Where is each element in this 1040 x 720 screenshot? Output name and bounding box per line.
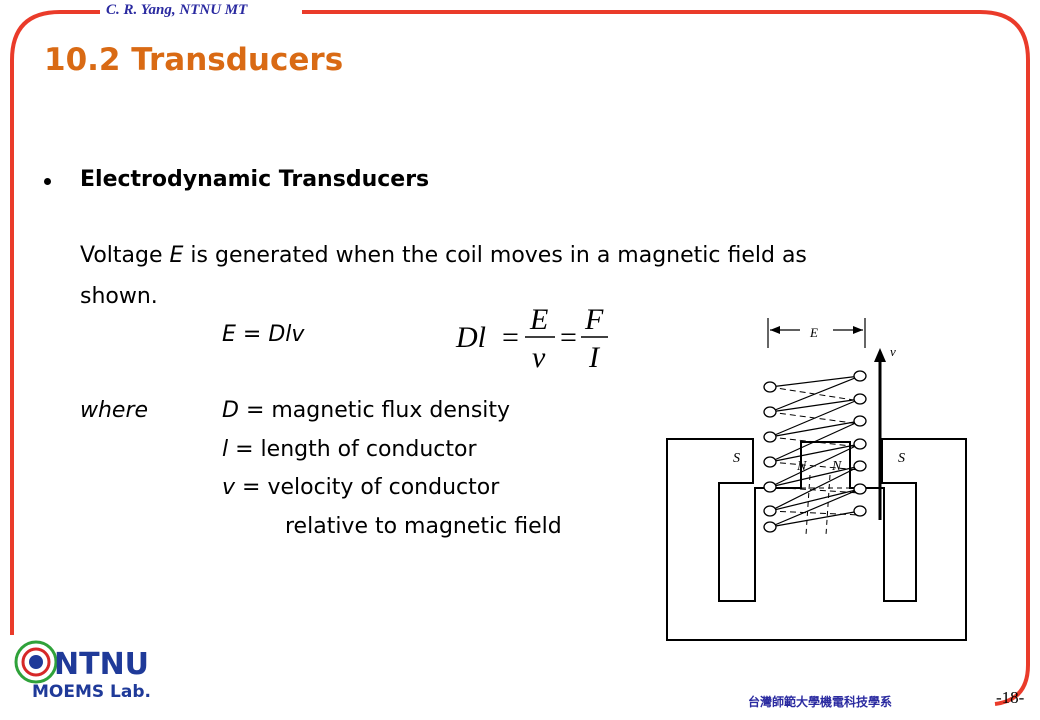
- bullet-dot: [44, 178, 51, 185]
- equation: E = Dlv: [222, 322, 304, 347]
- definition-3-symbol: v: [222, 475, 236, 500]
- definition-1-text: = magnetic flux density: [238, 398, 511, 423]
- body-line-1-pre: Voltage: [80, 243, 170, 268]
- velocity-label: v: [890, 344, 896, 359]
- equation-lhs: E: [222, 322, 236, 347]
- formula-den-2: I: [588, 341, 601, 374]
- transducer-diagram: E S S N N v: [666, 318, 967, 641]
- definition-2: l = length of conductor: [222, 437, 477, 462]
- where-keyword: where: [80, 398, 149, 423]
- formula-num-1: E: [529, 303, 548, 336]
- definition-1-symbol: D: [222, 398, 239, 423]
- ntnu-moems-logo: NTNU MOEMS Lab.: [14, 640, 151, 702]
- definition-2-text: = length of conductor: [228, 437, 477, 462]
- body-line-2: shown.: [80, 284, 158, 309]
- author-credit: C. R. Yang, NTNU MT: [106, 2, 248, 18]
- pole-left-label: S: [733, 451, 740, 466]
- department-name: 台灣師範大學機電科技學系: [748, 695, 893, 709]
- body-line-1-post: is generated when the coil moves in a ma…: [183, 243, 807, 268]
- definition-2-symbol: l: [222, 437, 229, 462]
- definition-3-text: = velocity of conductor: [235, 475, 500, 500]
- slide-title: 10.2 Transducers: [44, 42, 344, 78]
- pole-right-label: S: [898, 451, 905, 466]
- dimension-label: E: [809, 325, 818, 340]
- definition-1: D = magnetic flux density: [222, 398, 510, 423]
- formula-num-2: F: [584, 303, 604, 336]
- body-line-1: Voltage E is generated when the coil mov…: [80, 243, 807, 268]
- formula-eq-1: =: [502, 321, 519, 354]
- bullet-heading: Electrodynamic Transducers: [80, 167, 430, 192]
- body-line-1-var: E: [169, 243, 184, 268]
- logo-moems: MOEMS Lab.: [32, 682, 151, 702]
- formula-eq-2: =: [560, 321, 577, 354]
- formula-den-1: v: [532, 341, 546, 374]
- page-number: -18-: [996, 688, 1025, 707]
- equation-rhs: Dlv: [268, 322, 305, 347]
- logo-ntnu: NTNU: [54, 647, 149, 682]
- ratio-formula: Dl = E v = F I: [455, 303, 608, 374]
- definition-continuation: relative to magnetic field: [285, 514, 562, 539]
- magnet-right-label: N: [831, 459, 842, 474]
- formula-lhs: Dl: [455, 321, 486, 354]
- equation-equals: =: [235, 322, 269, 347]
- magnet-left-label: N: [796, 459, 807, 474]
- definition-3: v = velocity of conductor: [222, 475, 499, 500]
